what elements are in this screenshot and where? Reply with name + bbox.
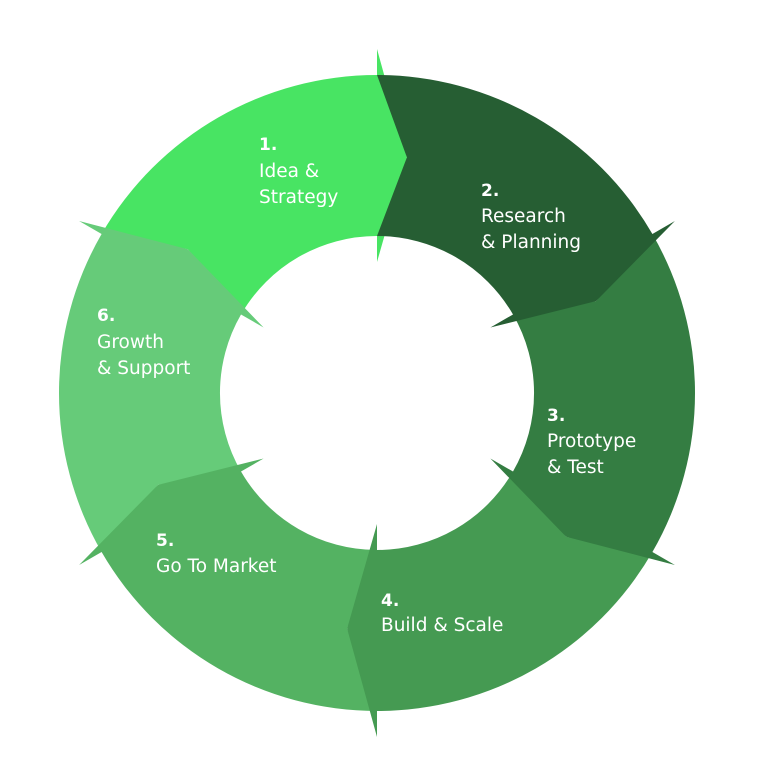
segment-2-number: 2. (481, 181, 499, 201)
segment-6-label: 6. Growth & Support (97, 306, 190, 379)
segment-6-line-1: Growth (97, 332, 164, 353)
segment-6-line-2: & Support (97, 358, 190, 379)
segment-5-arrow (58, 221, 264, 552)
segment-2-label: 2. Research & Planning (481, 181, 581, 253)
segment-5-label: 5. Go To Market (156, 531, 277, 577)
segment-1-line-2: Strategy (259, 187, 338, 208)
segment-4-number: 4. (381, 591, 399, 611)
cycle-arrows (58, 49, 696, 737)
segment-3-label: 3. Prototype & Test (547, 406, 636, 478)
segment-6-arrow (101, 49, 407, 315)
segment-1-arrow (377, 75, 675, 328)
segment-2-line-1: Research (481, 206, 566, 227)
segment-3-number: 3. (547, 406, 565, 426)
segment-1-line-1: Idea & (259, 161, 319, 182)
segment-6-number: 6. (97, 306, 115, 326)
segment-3-line-1: Prototype (547, 431, 636, 452)
segment-1-label: 1. Idea & Strategy (259, 135, 338, 208)
segment-4-arrow (79, 458, 377, 711)
cycle-labels: 1. Idea & Strategy 2. Research & Plannin… (97, 135, 636, 636)
segment-1-number: 1. (259, 135, 277, 155)
segment-3-arrow (347, 471, 653, 737)
segment-2-arrow (490, 234, 696, 565)
segment-5-number: 5. (156, 531, 174, 551)
segment-4-line-1: Build & Scale (381, 615, 503, 636)
segment-3-line-2: & Test (547, 457, 604, 478)
segment-2-line-2: & Planning (481, 232, 581, 253)
segment-5-line-1: Go To Market (156, 556, 277, 577)
segment-4-label: 4. Build & Scale (381, 591, 503, 636)
